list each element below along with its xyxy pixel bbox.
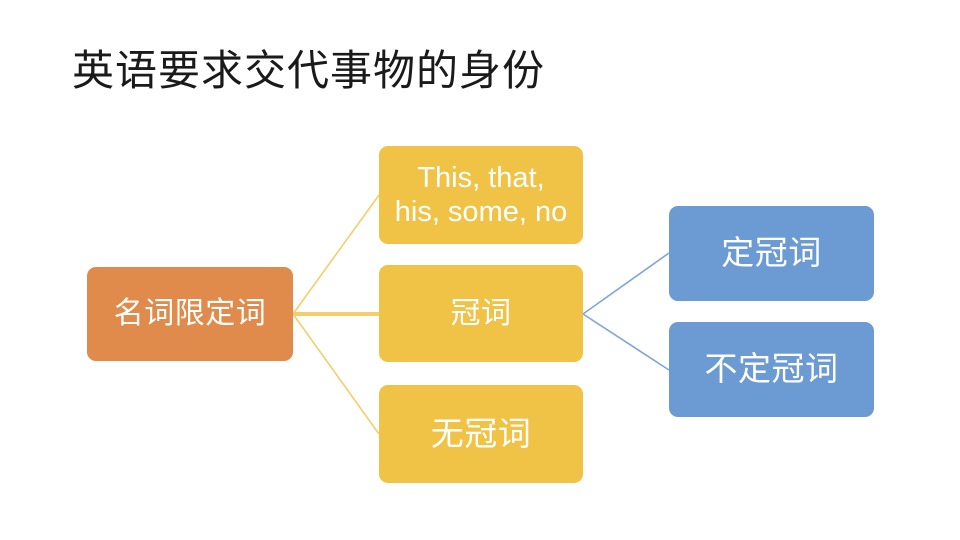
node-indefinite-article[interactable]: 不定冠词 — [669, 322, 874, 417]
branch-to-leaf-connectors — [582, 252, 670, 371]
connector-root-to-zero-article — [292, 313, 380, 435]
node-definite-article[interactable]: 定冠词 — [669, 206, 874, 301]
connector-root-to-determiners — [292, 194, 380, 315]
root-to-branch-connectors — [292, 194, 380, 435]
node-zero-article[interactable]: 无冠词 — [379, 385, 583, 483]
node-noun-determiner[interactable]: 名词限定词 — [87, 267, 293, 361]
page-title: 英语要求交代事物的身份 — [72, 47, 546, 94]
connector-article-to-indefinite — [582, 313, 670, 371]
node-article[interactable]: 冠词 — [379, 265, 583, 362]
connector-article-to-definite — [582, 252, 670, 315]
node-determiner-examples[interactable]: This, that, his, some, no — [379, 146, 583, 244]
